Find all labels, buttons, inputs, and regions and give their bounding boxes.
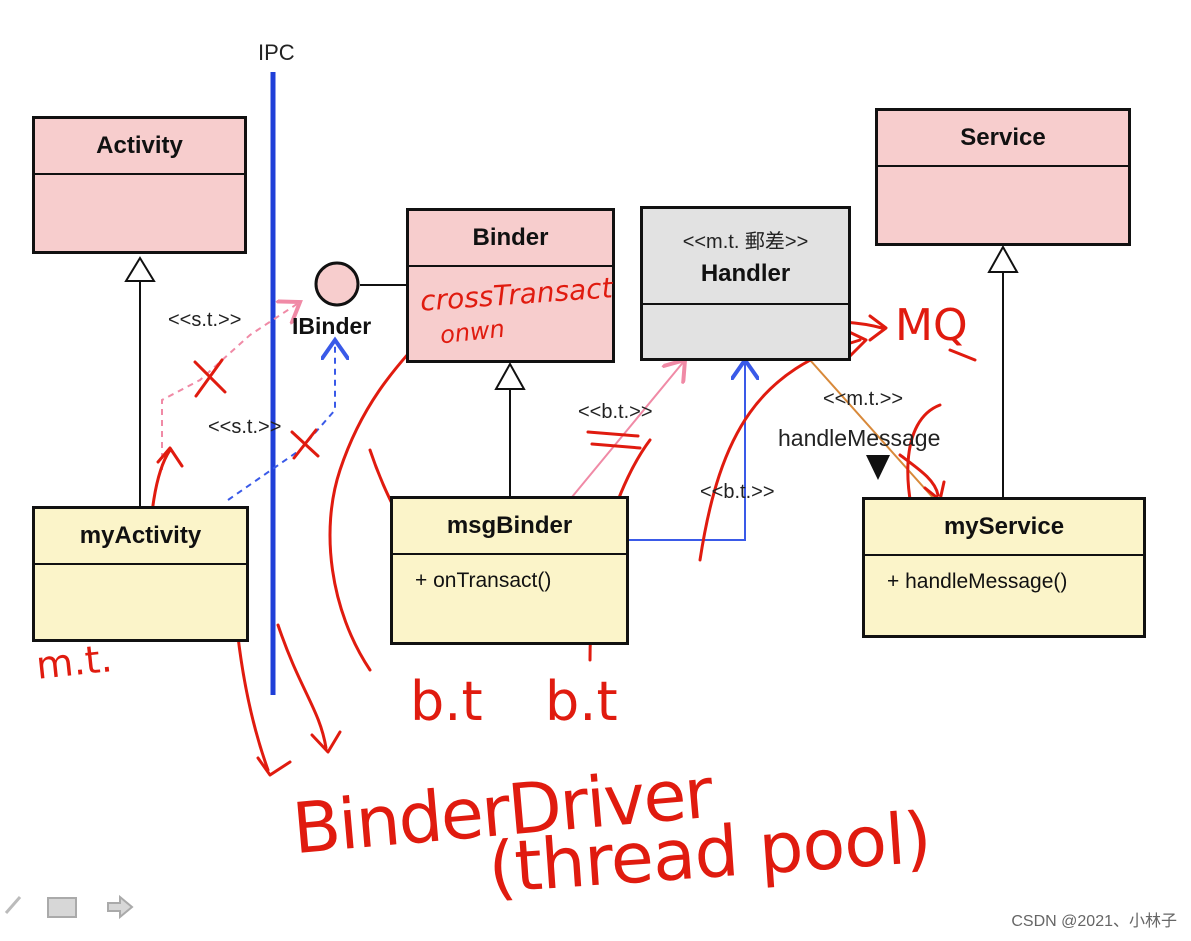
activity-inheritance-arrowhead — [124, 256, 156, 282]
ink-mt: m.t. — [33, 636, 115, 688]
ink-equal-mark — [586, 430, 642, 450]
ipc-label: IPC — [258, 40, 295, 65]
bt-label-lower: <<b.t.>> — [700, 481, 775, 503]
mt-handler-to-service-line — [809, 359, 936, 501]
binder-inheritance-arrowhead — [494, 361, 526, 390]
ibinder-interface-circle — [314, 261, 360, 307]
ink-bt-left: b.t — [410, 670, 483, 733]
next-arrow-icon[interactable] — [104, 893, 138, 921]
service-class-name: Service — [878, 111, 1128, 167]
handle-message-triangle-icon — [866, 455, 890, 480]
handler-class-name: Handler — [700, 259, 791, 287]
activity-class-box[interactable]: Activity — [32, 116, 247, 254]
ink-mq: MQ — [895, 300, 968, 351]
ink-bt-right: b.t — [545, 670, 618, 733]
st-dashed-pink-path — [161, 302, 300, 470]
msgbinder-class-box[interactable]: msgBinder + onTransact() — [390, 496, 629, 645]
handler-stereotype: <<m.t. 郵差>> — [682, 230, 809, 253]
pen-tool-icon[interactable] — [2, 893, 26, 917]
ink-stroke-to-driver-2 — [276, 623, 342, 754]
msgbinder-method: + onTransact() — [415, 569, 552, 592]
ink-cross-mark-upper — [193, 358, 227, 398]
handle-message-label: handleMessage — [778, 425, 941, 451]
binder-class-name: Binder — [409, 211, 612, 267]
myactivity-class-name: myActivity — [35, 509, 246, 565]
ink-cross-mark-lower — [290, 428, 320, 460]
bt-pink-line — [571, 360, 685, 498]
ink-mq-underline — [948, 348, 977, 362]
bt-label-upper: <<b.t.>> — [578, 401, 653, 423]
myservice-method: + handleMessage() — [887, 570, 1068, 593]
ibinder-label: IBinder — [292, 313, 372, 339]
msgbinder-class-name: msgBinder — [393, 499, 626, 555]
myservice-class-box[interactable]: myService + handleMessage() — [862, 497, 1146, 638]
binder-class-box[interactable]: Binder — [406, 208, 615, 363]
activity-class-name: Activity — [35, 119, 244, 175]
myactivity-class-box[interactable]: myActivity — [32, 506, 249, 642]
slide-view-icon[interactable] — [46, 895, 80, 921]
service-inheritance-arrowhead — [987, 244, 1019, 273]
mt-label: <<m.t.>> — [823, 388, 904, 410]
myservice-class-name: myService — [865, 500, 1143, 556]
st-label-upper: <<s.t.>> — [168, 309, 242, 331]
csdn-watermark: CSDN @2021、小林子 — [1011, 913, 1177, 930]
service-class-box[interactable]: Service — [875, 108, 1131, 246]
handler-class-box[interactable]: <<m.t. 郵差>> Handler — [640, 206, 851, 361]
st-label-lower: <<s.t.>> — [208, 416, 282, 438]
